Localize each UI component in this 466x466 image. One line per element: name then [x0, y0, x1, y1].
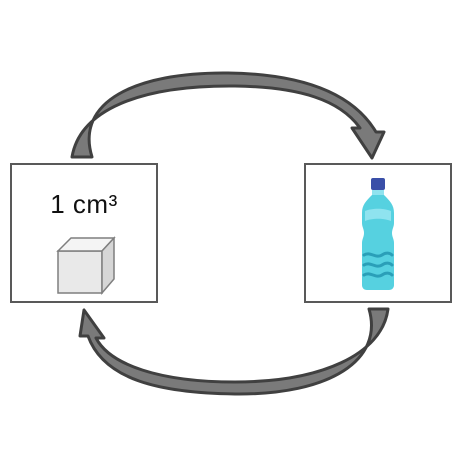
bottom-curved-arrow — [78, 307, 390, 396]
volume-label: 1 cm³ — [50, 189, 118, 219]
top-curved-arrow — [70, 71, 386, 160]
cube-icon — [56, 236, 116, 295]
water-bottle-icon — [362, 178, 394, 290]
volume-panel: 1 cm³ — [10, 163, 158, 303]
bottle-panel — [304, 163, 452, 303]
